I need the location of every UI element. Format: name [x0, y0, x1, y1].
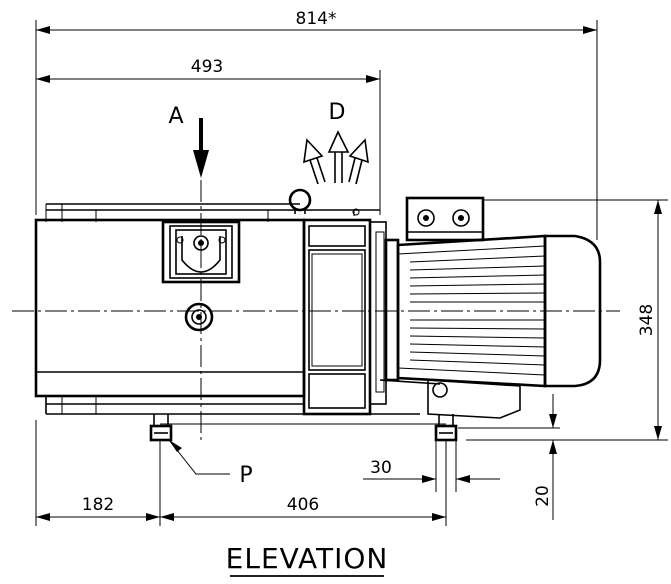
left-offset-value: 182: [82, 495, 114, 515]
foot-width-value: 30: [370, 458, 392, 478]
exhaust-arrows: D: [303, 100, 369, 185]
foot-height-value: 20: [533, 485, 553, 507]
port-label: P: [239, 463, 252, 488]
flange-length-value: 493: [191, 57, 223, 77]
dim-flange-length: 493: [36, 57, 381, 215]
dim-overall-length: 814*: [35, 9, 598, 240]
view-title: ELEVATION: [226, 542, 389, 575]
foot-spacing-value: 406: [287, 495, 319, 515]
height-value: 348: [637, 304, 657, 336]
dim-height: 348: [466, 199, 668, 441]
overall-length-value: 814*: [296, 9, 337, 29]
drawing-title: ELEVATION: [226, 542, 389, 577]
dim-foot-height: 20: [458, 394, 560, 520]
dim-foot-width: 30: [363, 440, 500, 492]
inlet-label: A: [168, 104, 183, 129]
dim-bottom: 182 406: [35, 420, 447, 526]
feet: [149, 414, 458, 442]
inlet-arrow: A: [168, 104, 209, 440]
exhaust-label: D: [329, 100, 346, 125]
port-callout: P: [168, 439, 253, 488]
motor: [379, 196, 602, 419]
pump-body: [34, 203, 420, 415]
